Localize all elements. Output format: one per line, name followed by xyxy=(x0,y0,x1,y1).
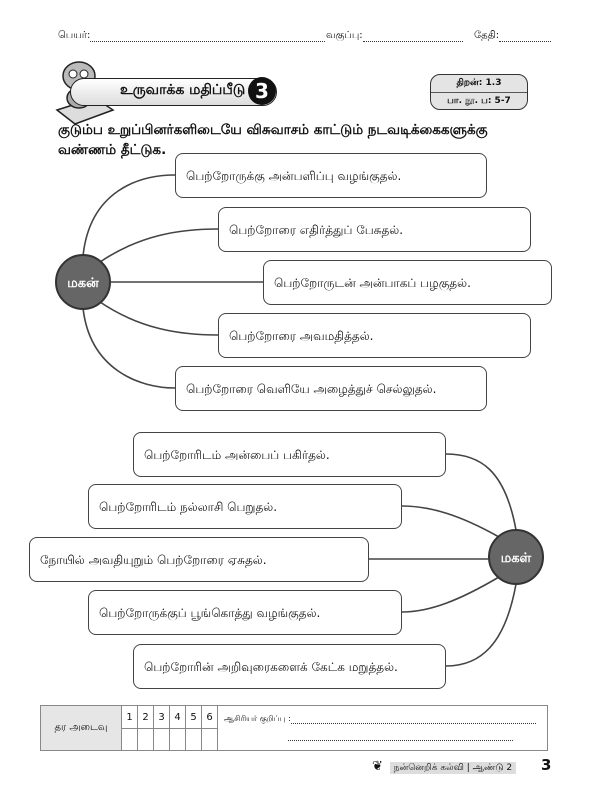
level-2-mark[interactable] xyxy=(137,728,154,751)
level-6-mark[interactable] xyxy=(201,728,218,751)
son-option-4[interactable]: பெற்றோரை அவமதித்தல். xyxy=(218,313,531,358)
date-field[interactable]: தேதி: xyxy=(474,30,552,42)
daughter-option-4[interactable]: பெற்றோருக்குப் பூங்கொத்து வழங்குதல். xyxy=(88,590,402,635)
class-field[interactable]: வகுப்பு: xyxy=(326,30,463,42)
grade-label: தர அடைவு xyxy=(40,705,122,751)
footer: ❦ நன்னெறிக் கல்வி | ஆண்டு 2 xyxy=(372,759,517,774)
level-6: 6 xyxy=(201,705,218,729)
daughter-option-3[interactable]: நோயில் அவதியுறும் பெற்றோரை ஏசுதல். xyxy=(29,537,369,582)
son-option-2[interactable]: பெற்றோரை எதிர்த்துப் பேசுதல். xyxy=(218,207,531,252)
son-node: மகன் xyxy=(55,254,111,310)
level-1: 1 xyxy=(121,705,138,729)
year-label: ஆண்டு 2 xyxy=(472,763,513,773)
daughter-option-1[interactable]: பெற்றோரிடம் அன்பைப் பகிர்தல். xyxy=(133,432,446,477)
son-option-5[interactable]: பெற்றோரை வெளியே அழைத்துச் செல்லுதல். xyxy=(175,366,487,411)
daughter-option-2[interactable]: பெற்றோரிடம் நல்லாசி பெறுதல். xyxy=(88,484,402,529)
daughter-option-5[interactable]: பெற்றோரின் அறிவுரைகளைக் கேட்க மறுத்தல். xyxy=(133,644,446,689)
assessment-number: 3 xyxy=(248,77,276,105)
level-1-mark[interactable] xyxy=(121,728,138,751)
daughter-node: மகள் xyxy=(488,529,544,585)
level-4: 4 xyxy=(169,705,186,729)
skill-box: திறன்: 1.3 பா. நூ. ப: 5-7 xyxy=(430,74,528,110)
assessment-banner xyxy=(70,78,277,106)
son-option-3[interactable]: பெற்றோருடன் அன்பாகப் பழகுதல். xyxy=(263,260,552,305)
level-4-mark[interactable] xyxy=(169,728,186,751)
level-5-mark[interactable] xyxy=(185,728,202,751)
skill-label: திறன்: 1.3 xyxy=(431,75,527,93)
teacher-note-label: ஆசிரியர் குறிப்பு : xyxy=(224,714,291,723)
name-field[interactable]: பெயர்: xyxy=(58,30,326,42)
teacher-note[interactable]: ஆசிரியர் குறிப்பு : xyxy=(217,705,548,751)
name-label: பெயர்: xyxy=(58,30,91,41)
level-3: 3 xyxy=(153,705,170,729)
date-label: தேதி: xyxy=(474,30,500,41)
grade-table: தர அடைவு 1 2 3 4 5 6 ஆசிரியர் குறிப்பு : xyxy=(40,705,548,751)
level-2: 2 xyxy=(137,705,154,729)
book-logo-icon: ❦ xyxy=(372,759,383,774)
son-option-1[interactable]: பெற்றோருக்கு அன்பளிப்பு வழங்குதல். xyxy=(175,153,487,198)
page-reference: பா. நூ. ப: 5-7 xyxy=(447,96,511,106)
instruction-text: குடும்ப உறுப்பினர்களிடையே விசுவாசம் காட்… xyxy=(58,122,488,158)
level-5: 5 xyxy=(185,705,202,729)
banner-title: உருவாக்க மதிப்பீடு xyxy=(120,82,246,98)
page-number: 3 xyxy=(541,756,552,774)
subject-label: நன்னெறிக் கல்வி xyxy=(393,763,464,773)
class-label: வகுப்பு: xyxy=(326,30,363,41)
level-3-mark[interactable] xyxy=(153,728,170,751)
